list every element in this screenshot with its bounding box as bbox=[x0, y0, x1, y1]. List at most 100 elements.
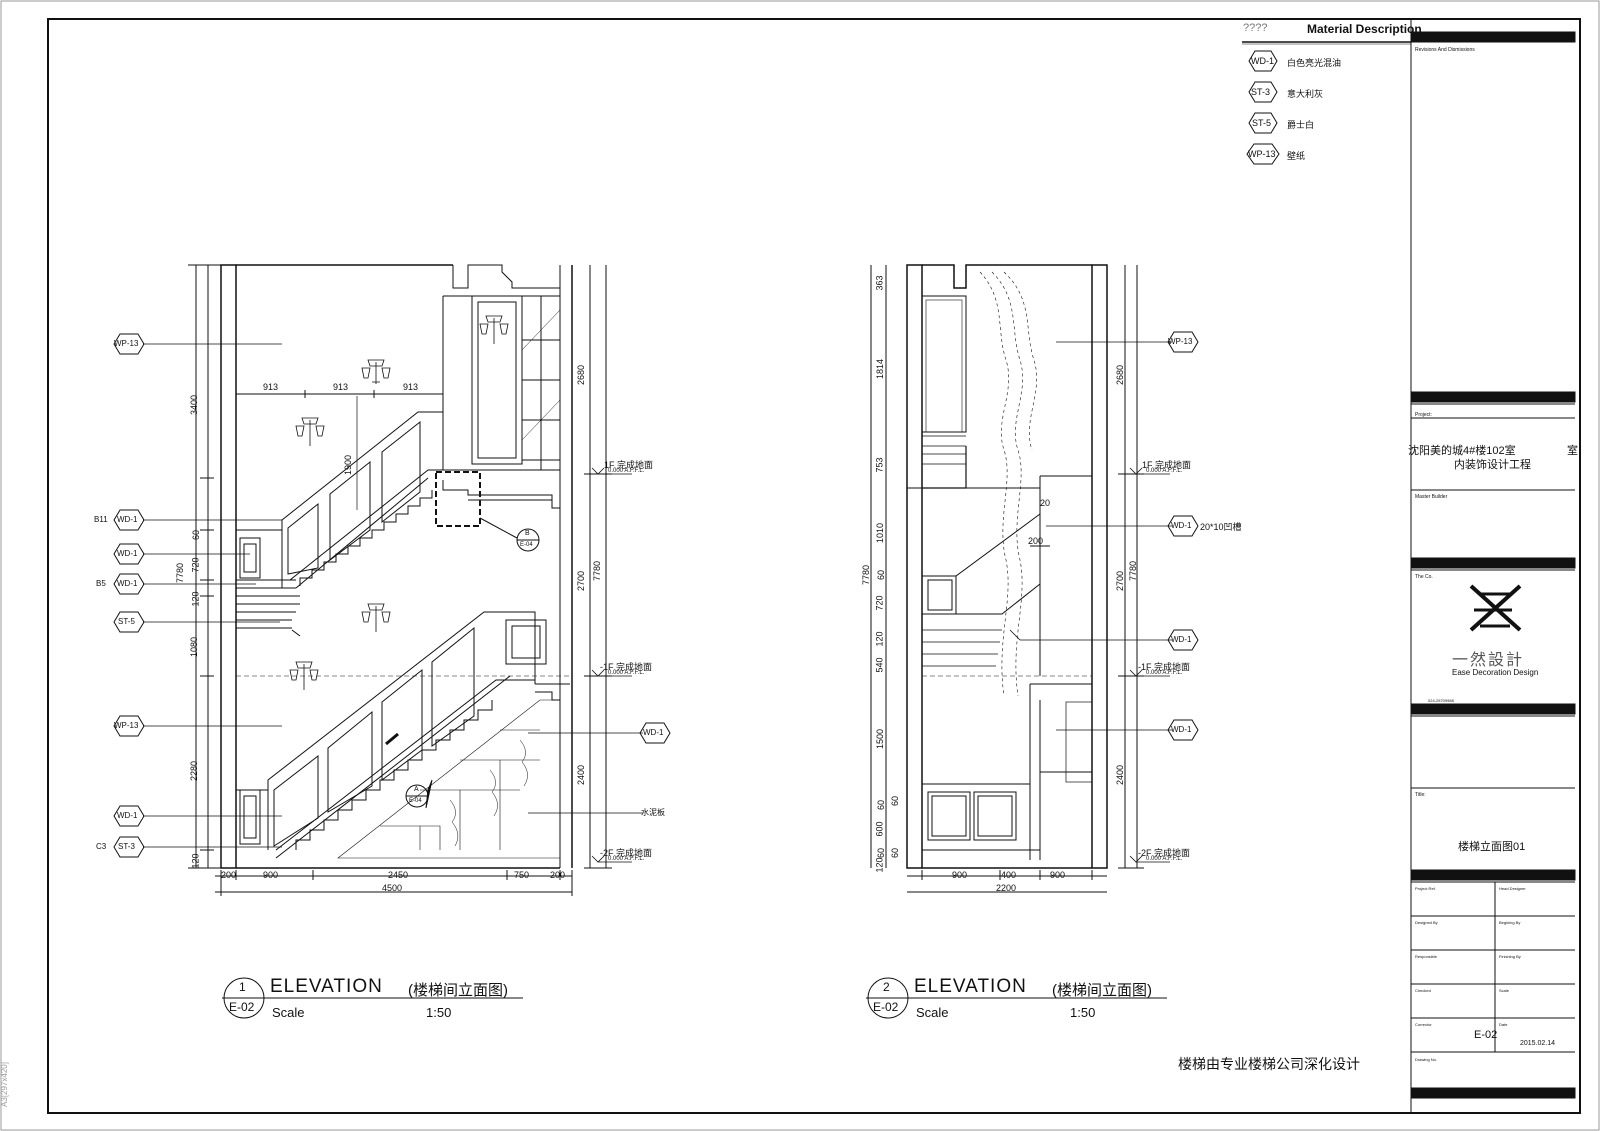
hex-tag-icon bbox=[113, 573, 145, 595]
tag-label: WD-1 bbox=[1171, 635, 1192, 644]
elevation-2-sheet: E-02 bbox=[873, 1000, 899, 1014]
material-legend bbox=[1242, 41, 1411, 165]
level-label: 1F 完成地面 bbox=[604, 460, 654, 470]
level-label: -1F 完成地面 bbox=[600, 662, 653, 672]
wall-sconce-icon bbox=[361, 359, 391, 384]
elevation-2-title: ELEVATION bbox=[914, 976, 1027, 997]
tag-prefix: C3 bbox=[96, 842, 107, 851]
sheet-number: E-02 bbox=[1474, 1029, 1498, 1041]
checked-label: Checked bbox=[1415, 988, 1431, 993]
elevation-title-symbols bbox=[222, 977, 1167, 1019]
date-label: Date bbox=[1499, 1022, 1508, 1027]
elevation-2-drawing bbox=[870, 264, 1144, 893]
wall-sconce-icon bbox=[289, 661, 319, 690]
legend-hex-icon bbox=[1248, 81, 1278, 103]
dim-label: 120 bbox=[874, 631, 885, 647]
elevation-1-title: ELEVATION bbox=[270, 976, 383, 997]
project-ref-label: Project Ref. bbox=[1415, 886, 1436, 891]
dim-label: 2680 bbox=[1115, 364, 1126, 386]
callout-a-letter: A bbox=[414, 786, 419, 793]
dim-total: 7780 bbox=[175, 562, 186, 584]
elevation-1-drawing bbox=[188, 264, 612, 896]
level-value: 0.000 A.F.F.L. bbox=[1146, 856, 1183, 862]
responsible-label: Responsible bbox=[1415, 954, 1438, 959]
dim-label: 2280 bbox=[189, 760, 200, 782]
hex-tag-icon bbox=[1167, 515, 1199, 537]
designed-by-label: Designed By bbox=[1415, 920, 1438, 925]
dim-label: 60 bbox=[890, 795, 901, 807]
legend-hex-icon bbox=[1248, 112, 1278, 134]
dim-label: 1814 bbox=[875, 358, 886, 380]
revisions-label: Revisions And Dismissions bbox=[1415, 47, 1475, 53]
tag-label: WP-13 bbox=[114, 721, 139, 730]
dim-total: 7780 bbox=[592, 560, 603, 582]
level-value: 0.000 A.F.F.L. bbox=[608, 856, 645, 862]
tag-label: WD-1 bbox=[117, 549, 138, 558]
hex-tag-icon bbox=[1167, 331, 1199, 353]
dim-label: 200 bbox=[1028, 536, 1044, 546]
legend-code: WD-1 bbox=[1251, 56, 1274, 66]
company-name-cn: 一然設計 bbox=[1452, 652, 1525, 669]
dim-label: 1080 bbox=[189, 636, 200, 658]
level-label: -2F 完成地面 bbox=[1138, 848, 1191, 858]
hex-tag-icon bbox=[113, 805, 145, 827]
dim-label: 750 bbox=[514, 870, 530, 880]
elevation-1-scale: 1:50 bbox=[426, 1005, 452, 1020]
tag-hexagons bbox=[113, 331, 1199, 858]
hex-tag-icon bbox=[1167, 629, 1199, 651]
hex-tag-icon bbox=[113, 333, 145, 355]
callout-b-sheet: E-04 bbox=[520, 542, 533, 548]
dim-total: 4500 bbox=[382, 883, 403, 893]
drawing-no-label: Drawing No. bbox=[1415, 1057, 1438, 1062]
project-name-line2: 内装饰设计工程 bbox=[1454, 459, 1531, 471]
project-label: Project: bbox=[1415, 412, 1432, 418]
company-phone: 024-25709988 bbox=[1428, 698, 1454, 703]
dim-label: 913 bbox=[263, 382, 279, 392]
dim-label: 60 bbox=[876, 569, 887, 581]
title-block bbox=[1410, 19, 1576, 1113]
dim-label: 2700 bbox=[576, 570, 587, 592]
company-label: The Co. bbox=[1415, 574, 1433, 580]
dim-label: 913 bbox=[333, 382, 349, 392]
elevation-2-scale: 1:50 bbox=[1070, 1005, 1096, 1020]
head-designer-label: Head Designer bbox=[1499, 886, 1526, 891]
sheet-border bbox=[47, 18, 1581, 1114]
level-value: 0.000 A.F.F.L. bbox=[1146, 670, 1183, 676]
elevation-2-title-cn: (楼梯间立面图) bbox=[1052, 982, 1152, 999]
hex-tag-icon bbox=[1167, 719, 1199, 741]
footnote: 楼梯由专业楼梯公司深化设计 bbox=[1178, 1056, 1360, 1072]
legend-desc: 意大利灰 bbox=[1287, 89, 1324, 99]
scale-label: Scale bbox=[1499, 988, 1510, 993]
dim-total: 2200 bbox=[996, 883, 1017, 893]
dim-label: 200 bbox=[550, 870, 566, 880]
paper-size-label: A3[297x420] bbox=[0, 1062, 9, 1107]
tag-label: WP-13 bbox=[1168, 337, 1193, 346]
title-label: Title: bbox=[1415, 792, 1426, 798]
dim-label: 1900 bbox=[343, 454, 354, 476]
dim-label: 2450 bbox=[388, 870, 409, 880]
cement-board-note: 水泥板 bbox=[641, 808, 665, 817]
tag-label: WP-13 bbox=[114, 339, 139, 348]
company-name-en: Ease Decoration Design bbox=[1452, 668, 1539, 677]
tag-leaders bbox=[143, 341, 1172, 848]
dim-label: 720 bbox=[190, 557, 201, 573]
begining-by-label: Begining By bbox=[1499, 920, 1521, 925]
dim-label: 60 bbox=[876, 799, 887, 811]
dim-label: 600 bbox=[874, 821, 885, 837]
project-name-extra: 室 bbox=[1567, 445, 1578, 457]
legend-code: WP-13 bbox=[1248, 149, 1276, 159]
wall-sconce-icon bbox=[479, 315, 509, 344]
dim-label: 120 bbox=[190, 853, 201, 869]
project-name-line1: 沈阳美的城4#楼102室 bbox=[1408, 445, 1516, 457]
callout-b-letter: B bbox=[525, 530, 530, 537]
dim-label: 400 bbox=[1001, 870, 1017, 880]
hex-tag-icon bbox=[639, 722, 671, 744]
tag-label: WD-1 bbox=[1171, 725, 1192, 734]
dim-label: 120 bbox=[190, 591, 201, 607]
legend-desc: 壁纸 bbox=[1287, 151, 1306, 161]
level-value: 0.000 A.F.F.L. bbox=[608, 670, 645, 676]
dim-label: 720 bbox=[874, 595, 885, 611]
legend-code-header: ???? bbox=[1243, 22, 1268, 34]
level-label: 1F 完成地面 bbox=[1142, 460, 1192, 470]
dim-label: 1500 bbox=[875, 728, 886, 750]
